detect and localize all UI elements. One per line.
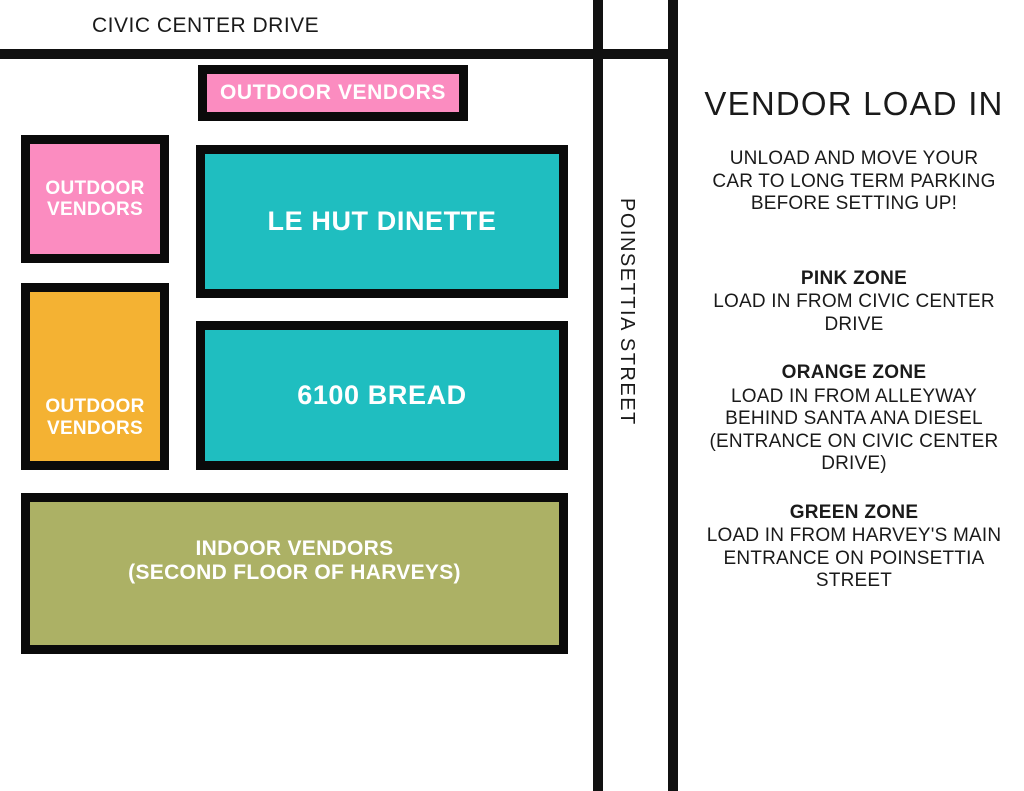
zone-body-green: LOAD IN FROM HARVEY'S MAIN ENTRANCE ON P… [706, 525, 1002, 592]
parcel-label: OUTDOOR VENDORS [219, 81, 446, 105]
civic-center-drive-road-line [0, 49, 672, 59]
parcel-outdoor-vendors-pink[interactable]: OUTDOOR VENDORS [21, 135, 169, 263]
vendor-load-in-panel: VENDOR LOAD IN UNLOAD AND MOVE YOUR CAR … [684, 0, 1024, 791]
parcel-outdoor-vendors-top[interactable]: OUTDOOR VENDORS [198, 65, 468, 121]
poinsettia-street-road-line-right [668, 0, 678, 791]
parcel-6100-bread[interactable]: 6100 BREAD [196, 321, 568, 470]
panel-title: VENDOR LOAD IN [704, 85, 1004, 122]
parcel-outdoor-vendors-orange[interactable]: OUTDOOR VENDORS [21, 283, 169, 470]
panel-intro-text: UNLOAD AND MOVE YOUR CAR TO LONG TERM PA… [712, 148, 996, 215]
poinsettia-street-label: POINSETTIA STREET [616, 198, 638, 426]
parcel-indoor-vendors[interactable]: INDOOR VENDORS (SECOND FLOOR OF HARVEYS) [21, 493, 568, 654]
parcel-label: 6100 BREAD [297, 380, 467, 411]
zone-block-pink: PINK ZONE LOAD IN FROM CIVIC CENTER DRIV… [692, 268, 1016, 337]
parcel-label: LE HUT DINETTE [267, 206, 497, 237]
zone-body-orange: LOAD IN FROM ALLEYWAY BEHIND SANTA ANA D… [709, 385, 999, 475]
zone-title-green: GREEN ZONE [789, 501, 919, 523]
civic-center-drive-label: CIVIC CENTER DRIVE [92, 14, 320, 37]
zone-block-green: GREEN ZONE LOAD IN FROM HARVEY'S MAIN EN… [692, 502, 1016, 593]
poinsettia-street-road-line-left [593, 0, 603, 791]
zone-block-orange: ORANGE ZONE LOAD IN FROM ALLEYWAY BEHIND… [692, 362, 1016, 475]
zone-body-pink: LOAD IN FROM CIVIC CENTER DRIVE [713, 291, 995, 335]
parcel-label: OUTDOOR VENDORS [45, 396, 145, 439]
parcel-label: OUTDOOR VENDORS [45, 177, 145, 220]
zone-title-orange: ORANGE ZONE [781, 362, 927, 384]
parcel-label: INDOOR VENDORS (SECOND FLOOR OF HARVEYS) [128, 536, 461, 584]
zone-title-pink: PINK ZONE [800, 267, 908, 289]
parcel-le-hut-dinette[interactable]: LE HUT DINETTE [196, 145, 568, 298]
